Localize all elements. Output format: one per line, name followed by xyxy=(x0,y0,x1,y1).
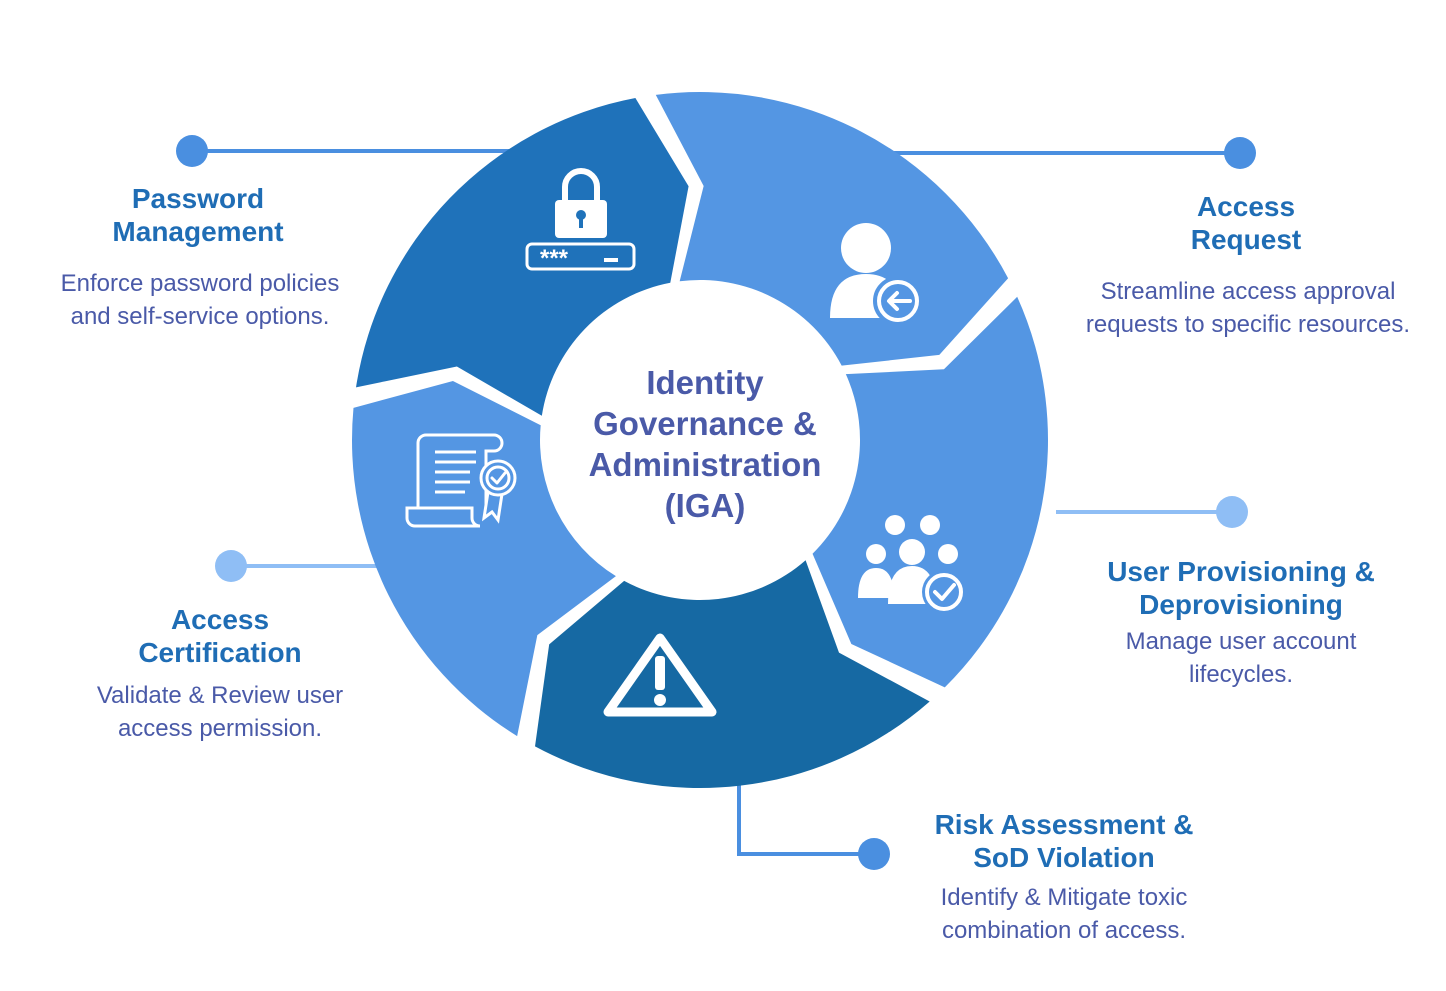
svg-text:***: *** xyxy=(540,245,569,272)
center-title: Identity Governance & Administration (IG… xyxy=(560,362,850,526)
connector-dot-provisioning xyxy=(1216,496,1248,528)
description-line: Manage user account xyxy=(1125,628,1357,655)
certificate-document-icon xyxy=(405,433,517,528)
password-management-description: Enforce password policies and self-servi… xyxy=(40,267,360,333)
title-line: Certification xyxy=(138,637,302,668)
user-provisioning-block: User Provisioning & Deprovisioning Manag… xyxy=(1060,555,1422,691)
connector-risk xyxy=(737,770,874,856)
title-line: User Provisioning & xyxy=(1107,556,1375,587)
user-access-request-icon xyxy=(830,223,923,326)
title-line: Management xyxy=(112,216,284,247)
risk-assessment-block: Risk Assessment & SoD Violation Identify… xyxy=(898,808,1230,947)
access-request-description: Streamline access approval requests to s… xyxy=(1062,275,1434,341)
center-title-line: Administration xyxy=(588,446,822,483)
connectors xyxy=(176,135,1256,870)
access-request-block: Access Request Streamline access approva… xyxy=(1062,190,1434,341)
center-title-line: Governance & xyxy=(593,405,817,442)
segment-password-management xyxy=(356,98,689,416)
access-certification-description: Validate & Review user access permission… xyxy=(70,679,370,745)
password-management-block: Password Management Enforce password pol… xyxy=(40,182,360,333)
description-line: combination of access. xyxy=(941,917,1187,944)
connector-dot-certification xyxy=(215,550,247,582)
title-line: Access xyxy=(1196,191,1296,222)
user-provisioning-description: Manage user account lifecycles. xyxy=(1060,625,1422,691)
user-group-check-icon xyxy=(858,515,966,614)
risk-assessment-title: Risk Assessment & SoD Violation xyxy=(898,808,1230,874)
segment-risk-assessment xyxy=(535,560,930,788)
title-line: Access xyxy=(170,604,270,635)
connector-dot-password xyxy=(176,135,208,167)
user-provisioning-title: User Provisioning & Deprovisioning xyxy=(1060,555,1422,621)
description-line: access permission. xyxy=(117,715,323,742)
description-line: requests to specific resources. xyxy=(1085,311,1411,338)
description-line: Validate & Review user xyxy=(96,682,344,709)
access-request-title: Access Request xyxy=(1058,190,1434,256)
description-line: Identify & Mitigate toxic xyxy=(940,884,1188,911)
description-line: and self-service options. xyxy=(70,303,330,330)
title-line: Risk Assessment & xyxy=(934,809,1194,840)
title-line: Request xyxy=(1190,224,1302,255)
description-line: Enforce password policies xyxy=(60,270,340,297)
center-title-line: (IGA) xyxy=(664,487,746,524)
connector-dot-risk xyxy=(858,838,890,870)
risk-assessment-description: Identify & Mitigate toxic combination of… xyxy=(898,881,1230,947)
description-line: Streamline access approval xyxy=(1100,278,1396,305)
access-certification-title: Access Certification xyxy=(70,603,370,669)
warning-triangle-icon xyxy=(603,633,717,717)
center-title-line: Identity xyxy=(646,364,764,401)
padlock-password-icon: *** xyxy=(525,168,636,272)
title-line: Deprovisioning xyxy=(1139,589,1343,620)
title-line: Password xyxy=(131,183,265,214)
password-management-title: Password Management xyxy=(36,182,360,248)
access-certification-block: Access Certification Validate & Review u… xyxy=(70,603,370,745)
title-line: SoD Violation xyxy=(973,842,1155,873)
connector-dot-access-request xyxy=(1224,137,1256,169)
center-circle xyxy=(546,286,854,594)
description-line: lifecycles. xyxy=(1188,661,1294,688)
